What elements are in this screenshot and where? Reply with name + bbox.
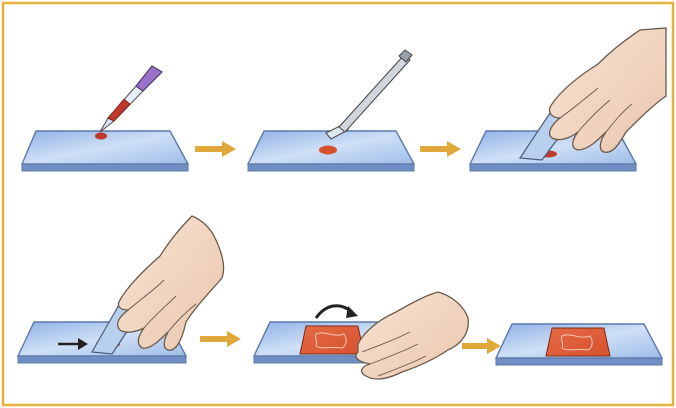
blood-drop: [95, 133, 107, 140]
step-6-finished-smear: [496, 324, 662, 365]
blood-drop: [319, 146, 337, 155]
cover-slip-with-smear: [546, 328, 610, 356]
cover-slip-with-smear: [300, 326, 364, 354]
